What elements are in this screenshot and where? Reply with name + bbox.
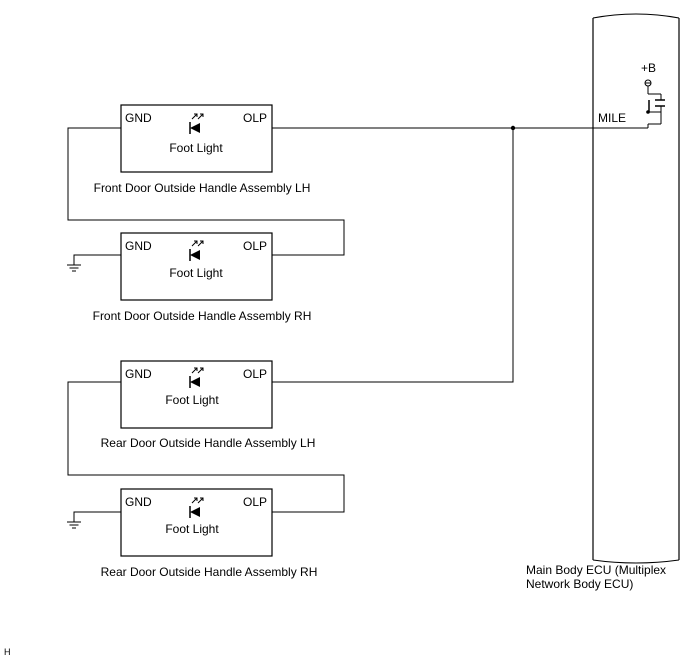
assembly-front-lh: GND OLP Foot Light Front Door Outside Ha… [94, 104, 311, 195]
supply-label: +B [641, 61, 656, 75]
led-icon [190, 123, 200, 133]
pin-olp: OLP [243, 367, 267, 381]
supply-terminal [644, 79, 662, 100]
assembly-rear-rh: GND OLP Foot Light Rear Door Outside Han… [101, 488, 318, 579]
pin-gnd: GND [125, 111, 152, 125]
ecu-name-line2: Network Body ECU) [526, 577, 633, 591]
assembly-rear-lh: GND OLP Foot Light Rear Door Outside Han… [101, 360, 316, 450]
ecu-name-line1: Main Body ECU (Multiplex [526, 563, 666, 577]
light-rays-icon [191, 240, 204, 247]
transistor-switch-icon [646, 99, 665, 128]
light-rays-icon [191, 367, 204, 374]
foot-light-label: Foot Light [165, 522, 219, 536]
pin-olp: OLP [243, 111, 267, 125]
light-rays-icon [191, 113, 204, 120]
assembly-name: Front Door Outside Handle Assembly LH [94, 181, 311, 195]
light-rays-icon [191, 497, 204, 504]
foot-light-label: Foot Light [169, 266, 223, 280]
pin-gnd: GND [125, 495, 152, 509]
foot-light-label: Foot Light [169, 141, 223, 155]
pin-olp: OLP [243, 495, 267, 509]
figure-code: H [4, 647, 11, 657]
pin-olp: OLP [243, 239, 267, 253]
led-icon [190, 250, 200, 260]
led-icon [190, 377, 200, 387]
assembly-name: Rear Door Outside Handle Assembly LH [101, 436, 316, 450]
main-body-ecu: +B MILE Main Body ECU (Multiplex Network… [526, 13, 680, 591]
pin-gnd: GND [125, 239, 152, 253]
foot-light-label: Foot Light [165, 393, 219, 407]
wiring [67, 125, 648, 522]
led-icon [190, 507, 200, 517]
pin-gnd: GND [125, 367, 152, 381]
ground-icon [67, 521, 81, 529]
assembly-name: Rear Door Outside Handle Assembly RH [101, 565, 318, 579]
ground-icon [67, 264, 81, 272]
assembly-front-rh: GND OLP Foot Light Front Door Outside Ha… [93, 232, 312, 323]
assembly-name: Front Door Outside Handle Assembly RH [93, 309, 312, 323]
ecu-pin-mile: MILE [598, 111, 626, 125]
